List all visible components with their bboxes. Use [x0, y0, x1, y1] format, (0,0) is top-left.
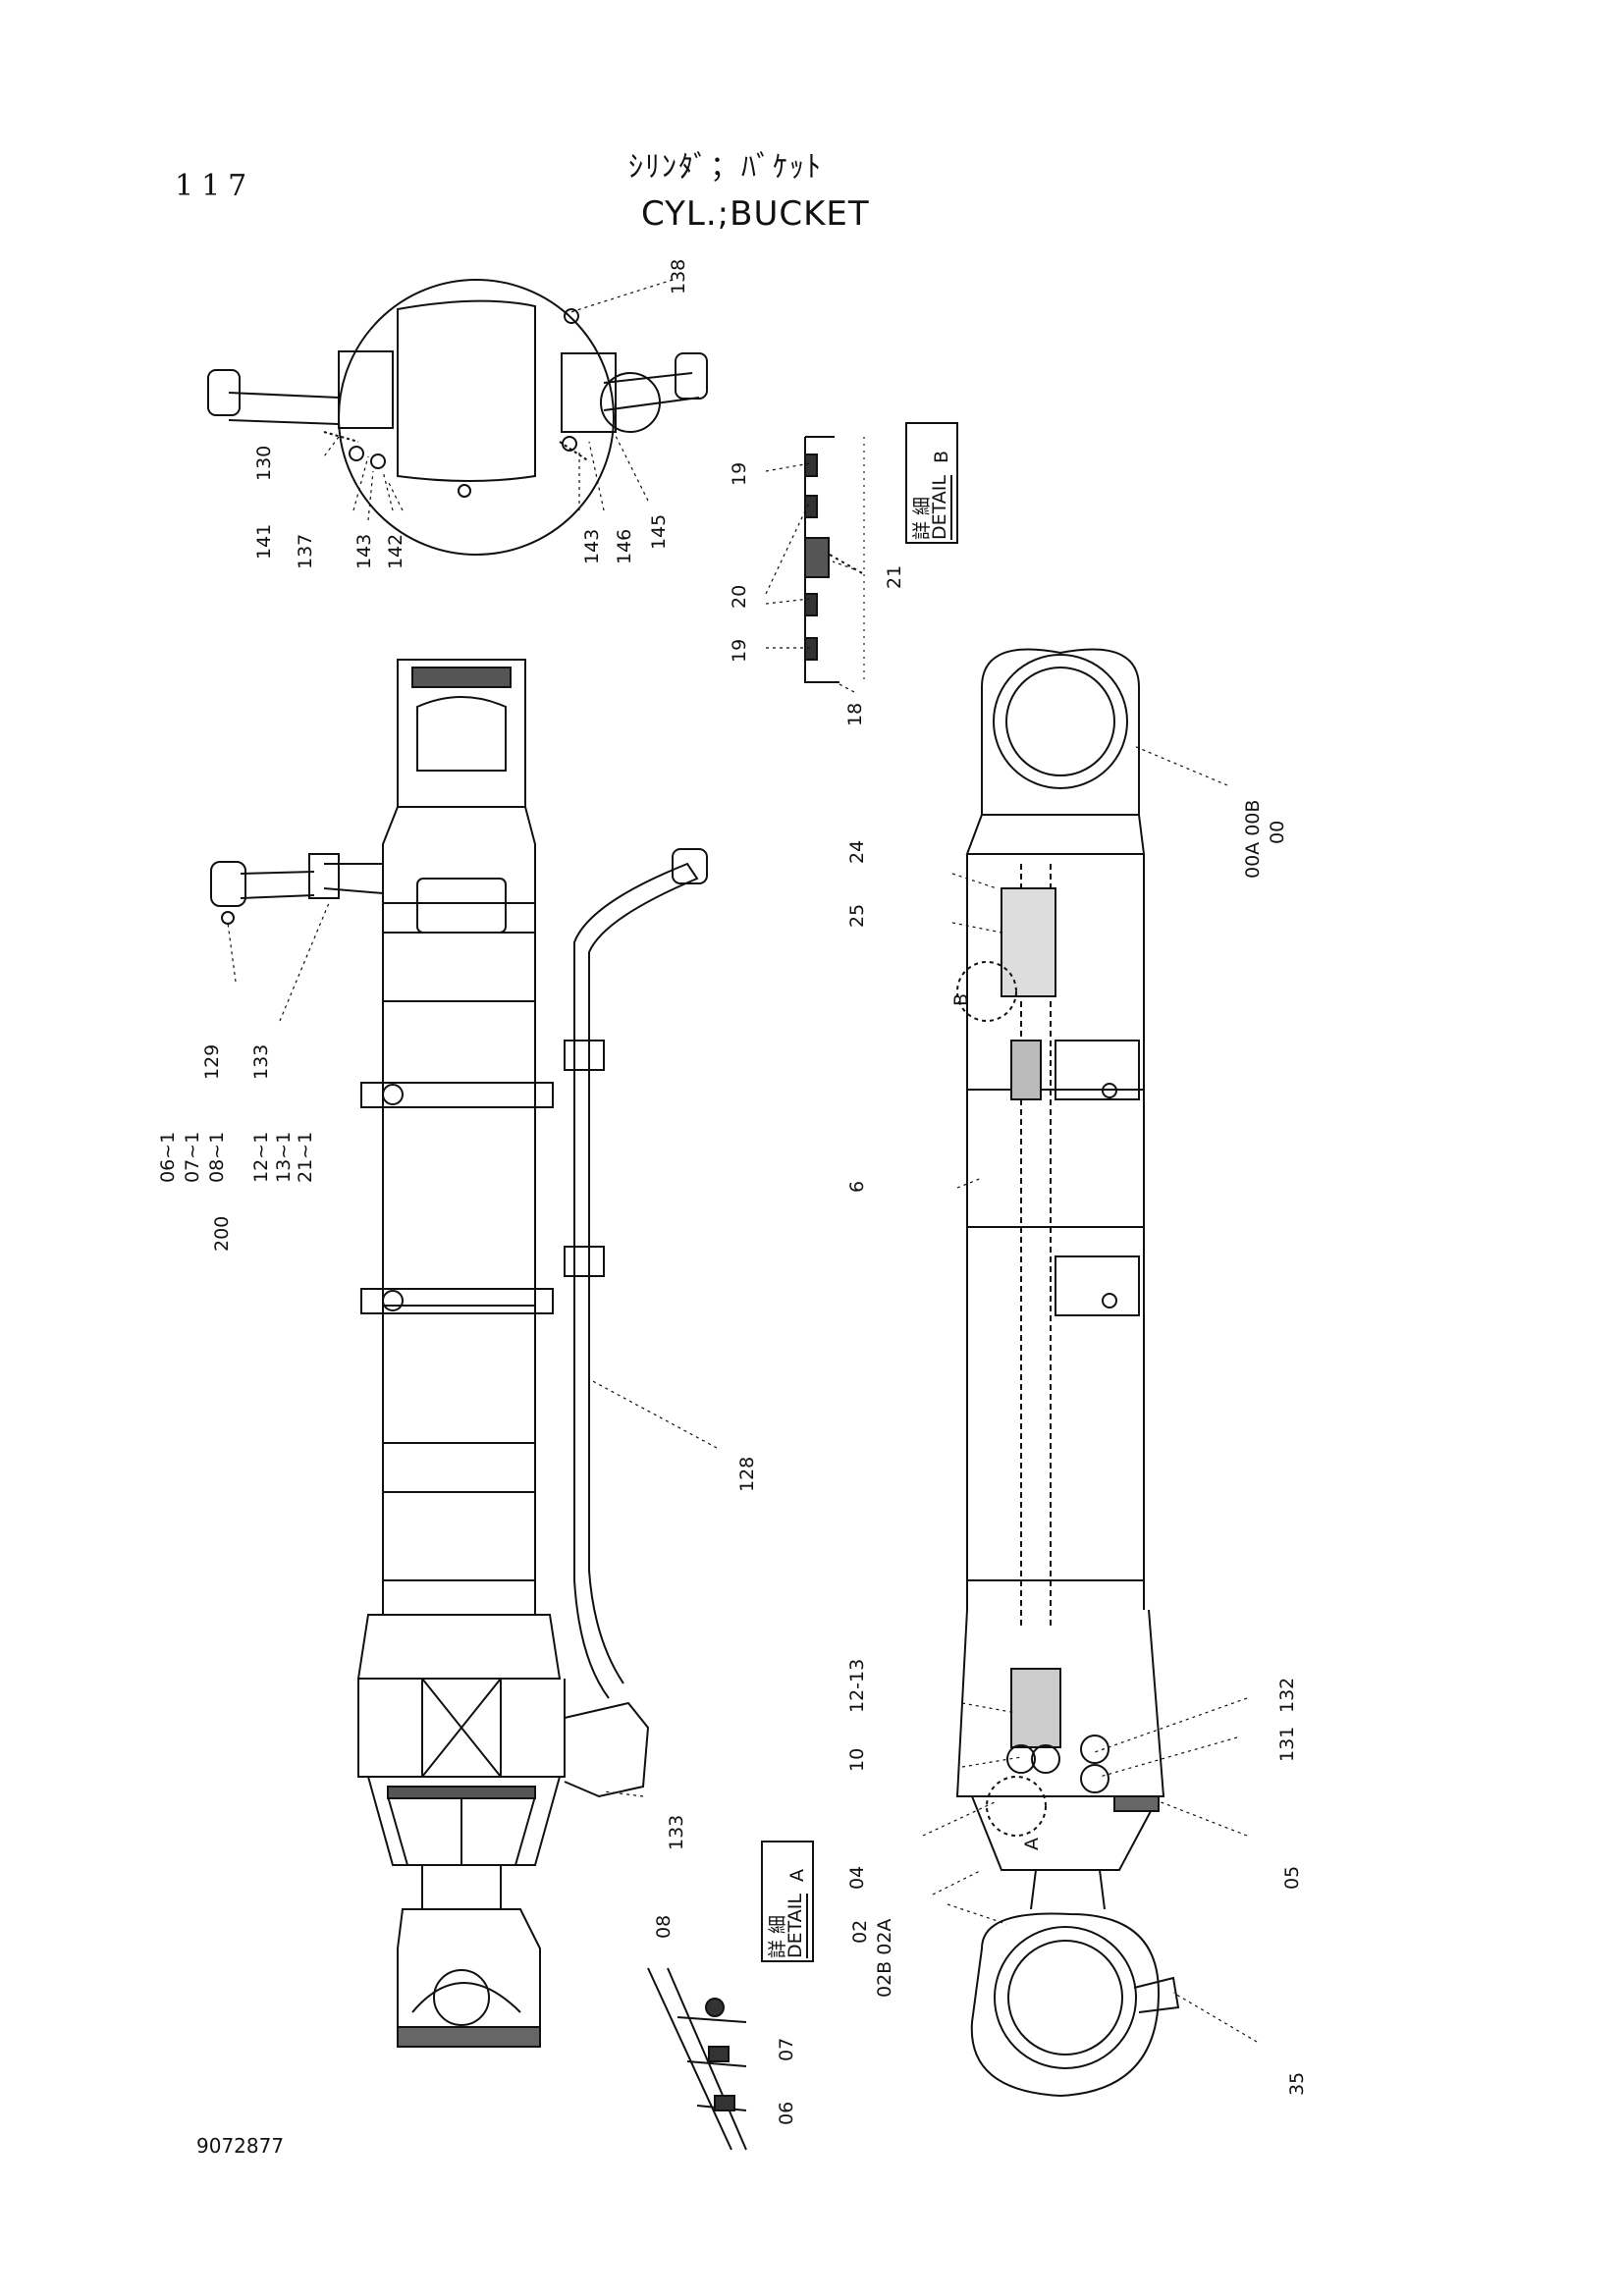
callout-20: 20	[729, 584, 750, 609]
callout-143: 143	[353, 533, 375, 569]
callout-07: 07	[776, 2037, 797, 2061]
kit-200-number: 200	[211, 1215, 233, 1252]
callout-138: 138	[668, 258, 689, 294]
detail-a-en: DETAIL	[784, 1894, 808, 1958]
detail-b-box: 詳 細 DETAIL B	[905, 422, 958, 544]
detail-a-box: 詳 細 DETAIL A	[761, 1841, 814, 1962]
kit-item-21: 21~1	[295, 1131, 316, 1183]
detail-b-letter: B	[931, 450, 952, 463]
callout-08: 08	[653, 1914, 675, 1939]
callout-35: 35	[1286, 2071, 1308, 2096]
callout-b: B	[950, 992, 972, 1006]
callout-131: 131	[1276, 1726, 1298, 1762]
detail-b-en: DETAIL	[929, 475, 952, 540]
callout-00: 00	[1267, 820, 1288, 844]
kit-item-13: 13~1	[273, 1131, 295, 1183]
detail-a-view	[647, 1967, 747, 2151]
callout-12-13: 12-13	[846, 1658, 868, 1713]
kit-item-06: 06~1	[157, 1131, 179, 1183]
title-english: CYL.;BUCKET	[641, 194, 870, 234]
callout-05: 05	[1281, 1865, 1303, 1890]
callout-06: 06	[776, 2101, 797, 2125]
detail-a-letter: A	[786, 1869, 808, 1882]
kit-item-12: 12~1	[250, 1131, 272, 1183]
callout-129: 129	[201, 1043, 223, 1080]
callout-6: 6	[846, 1180, 868, 1193]
kit-item-08: 08~1	[206, 1131, 228, 1183]
right-section-view	[955, 648, 1180, 2098]
callout-145: 145	[648, 513, 670, 550]
title-japanese: ｼﾘﾝﾀﾞ；ﾊﾞｹｯﾄ	[628, 150, 823, 185]
callout-02: 02	[849, 1919, 871, 1944]
callout-133a: 133	[250, 1043, 272, 1080]
callout-141: 141	[253, 523, 275, 560]
callout-24: 24	[846, 839, 868, 864]
callout-133b: 133	[666, 1814, 687, 1850]
callout-146: 146	[614, 528, 635, 564]
callout-137: 137	[295, 533, 316, 569]
callout-00a-00b: 00A 00B	[1242, 799, 1264, 879]
kit-item-07: 07~1	[182, 1131, 203, 1183]
callout-128: 128	[736, 1456, 758, 1492]
callout-19b: 19	[729, 638, 750, 663]
callout-21: 21	[884, 564, 905, 589]
callout-10: 10	[846, 1747, 868, 1772]
top-end-view	[207, 279, 708, 556]
callout-19a: 19	[729, 461, 750, 486]
left-cylinder-view	[210, 659, 708, 2048]
callout-02b-02a: 02B 02A	[874, 1918, 895, 1998]
callout-143b: 143	[581, 528, 603, 564]
callout-132: 132	[1276, 1677, 1298, 1713]
detail-b-view	[804, 436, 865, 683]
callout-04: 04	[846, 1865, 868, 1890]
document-number: 9072877	[196, 2134, 285, 2158]
page-number: 117	[175, 169, 255, 203]
callout-142: 142	[385, 533, 406, 569]
callout-18: 18	[844, 702, 866, 726]
leader-lines	[227, 279, 1258, 2043]
callout-a: A	[1021, 1838, 1043, 1850]
callout-25: 25	[846, 903, 868, 928]
callout-130: 130	[253, 445, 275, 481]
